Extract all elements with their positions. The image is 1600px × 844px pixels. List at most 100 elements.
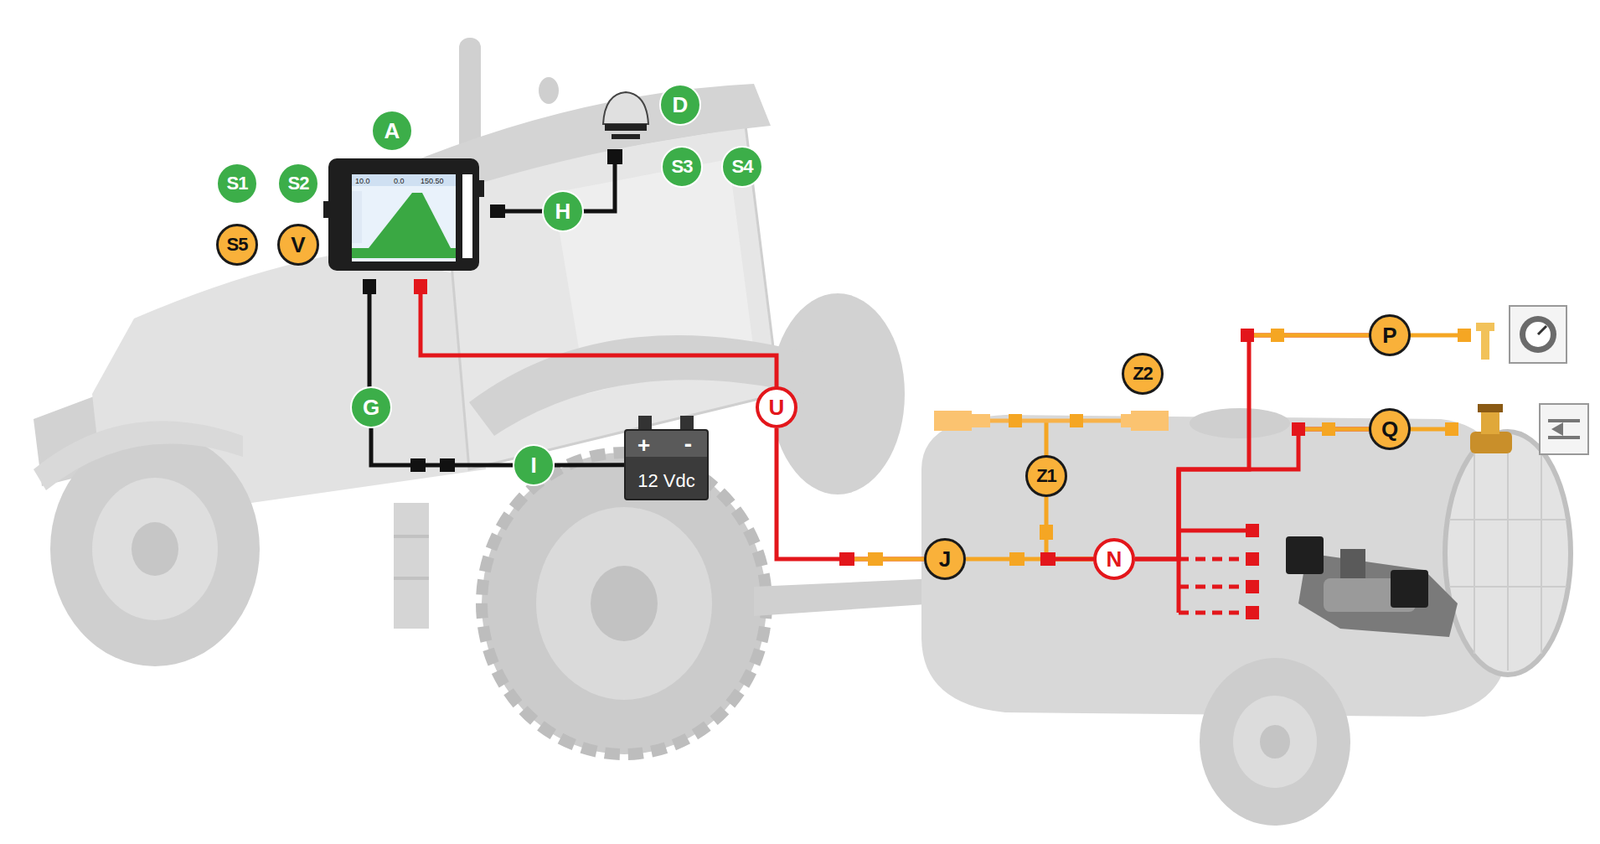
callout-letter: S1 <box>227 174 248 193</box>
display-unit-part <box>328 158 480 271</box>
valve-assembly <box>1285 536 1458 637</box>
cable-callout: V <box>277 223 320 266</box>
display-unit <box>323 158 485 271</box>
callout-letter: D <box>672 93 689 116</box>
implement-plugs-part <box>1069 413 1084 428</box>
regulating-valve <box>1470 403 1589 455</box>
pressure-sensor-part <box>1481 330 1490 360</box>
sprayer-trailer-part <box>1259 724 1291 759</box>
orange-cables <box>846 335 1462 559</box>
cable-callout: Z1 <box>1025 454 1068 497</box>
screen-readout: 10.0 <box>355 176 371 186</box>
tractor-body-part <box>469 335 805 436</box>
callout-letter: I <box>530 454 537 476</box>
orange-cables-part <box>1247 333 1371 338</box>
implement-plugs <box>934 410 1169 431</box>
display-unit-part <box>351 247 456 259</box>
tractor-body-part <box>131 521 179 576</box>
tractor-body-part <box>538 77 559 104</box>
orange-cables-part <box>1409 333 1462 338</box>
callout-circle: I <box>512 443 555 486</box>
black-cables-part <box>367 290 372 388</box>
tractor-body <box>33 37 905 754</box>
implement-plugs-part <box>1008 413 1022 428</box>
tractor-body-part <box>393 534 429 538</box>
display-unit-part <box>462 174 473 259</box>
screen-readout: 0.0 <box>393 176 405 186</box>
sprayer-trailer <box>753 407 1571 826</box>
orange-cables-part <box>1409 427 1450 432</box>
orange-connectors-part <box>867 552 883 566</box>
tractor-body-part <box>393 502 429 629</box>
callout-letter: S5 <box>227 235 248 254</box>
display-unit-part <box>351 174 456 186</box>
regulating-valve-part <box>1548 435 1580 439</box>
valve-assembly-part <box>1285 536 1324 574</box>
regulating-valve-part <box>1477 403 1503 413</box>
pressure-sensor-part <box>1525 321 1551 347</box>
callout-circle: S3 <box>660 145 703 188</box>
cable-connector <box>1135 428 1369 559</box>
orange-cables-part <box>984 418 1127 424</box>
regulating-valve-part <box>1539 403 1589 455</box>
battery-12v: +-12 Vdc <box>624 428 709 501</box>
regulating-valve-part <box>1548 418 1580 423</box>
display-unit-part <box>351 174 456 262</box>
red-connectors-part <box>1040 552 1056 566</box>
cable-callout: S5 <box>216 223 259 266</box>
display-unit-part <box>323 201 331 218</box>
cable-callout: Q <box>1368 407 1411 450</box>
callout-letter: J <box>939 547 951 570</box>
gps-antenna-part <box>611 134 640 140</box>
sprayer-trailer-part <box>1189 407 1291 439</box>
callout-circle: S4 <box>721 145 764 188</box>
sprayer-trailer-part <box>1507 435 1509 671</box>
sprayer-trailer-part <box>1449 518 1567 521</box>
gps-antenna-part <box>604 123 647 131</box>
tractor-body-part <box>50 431 260 666</box>
black-connectors <box>362 149 623 472</box>
callout-letter: Q <box>1381 418 1399 440</box>
callout-circle: H <box>541 190 584 233</box>
callout-letter: G <box>362 396 380 419</box>
orange-connectors-part <box>1321 422 1336 436</box>
regulating-valve-part <box>1551 422 1564 436</box>
red-connectors-part <box>1245 579 1260 594</box>
black-connectors-part <box>439 458 455 472</box>
cable-connector <box>1135 335 1369 559</box>
display-unit-part <box>477 180 485 197</box>
sprayer-trailer-part <box>753 578 939 616</box>
pressure-sensor-part <box>1509 305 1567 363</box>
red-connectors-part <box>1245 523 1260 537</box>
sprayer-trailer-part <box>1445 431 1571 675</box>
black-connectors-part <box>362 278 377 295</box>
callout-letter: H <box>555 200 572 222</box>
red-cables-part <box>420 290 777 388</box>
orange-connectors-part <box>1009 552 1025 566</box>
red-cables-part <box>1176 469 1182 613</box>
red-connectors-part <box>1240 328 1255 342</box>
cable-callout: J <box>923 537 966 580</box>
red-cables <box>420 290 1250 613</box>
black-connectors-part <box>607 149 623 165</box>
callout-circle: G <box>350 386 393 429</box>
pressure-sensor <box>1476 305 1567 363</box>
sprayer-trailer-part <box>1473 452 1476 654</box>
cable-connector <box>965 557 1094 562</box>
cable-connector <box>554 462 625 467</box>
cable-connector <box>1046 496 1094 559</box>
pressure-sensor-part <box>1519 315 1557 353</box>
red-cables-part <box>1178 557 1250 562</box>
display-unit-part <box>351 190 362 243</box>
callout-letter: S4 <box>732 157 754 176</box>
battery-text: 12 Vdc <box>625 469 708 492</box>
black-connectors-part <box>490 204 506 218</box>
battery-text: + <box>637 432 651 459</box>
callout-letter: Z2 <box>1132 364 1153 383</box>
valve-assembly-part <box>1390 569 1429 608</box>
callout-letter: A <box>384 119 401 142</box>
sprayer-trailer-part <box>1449 585 1567 588</box>
red-connectors-part <box>413 278 428 295</box>
